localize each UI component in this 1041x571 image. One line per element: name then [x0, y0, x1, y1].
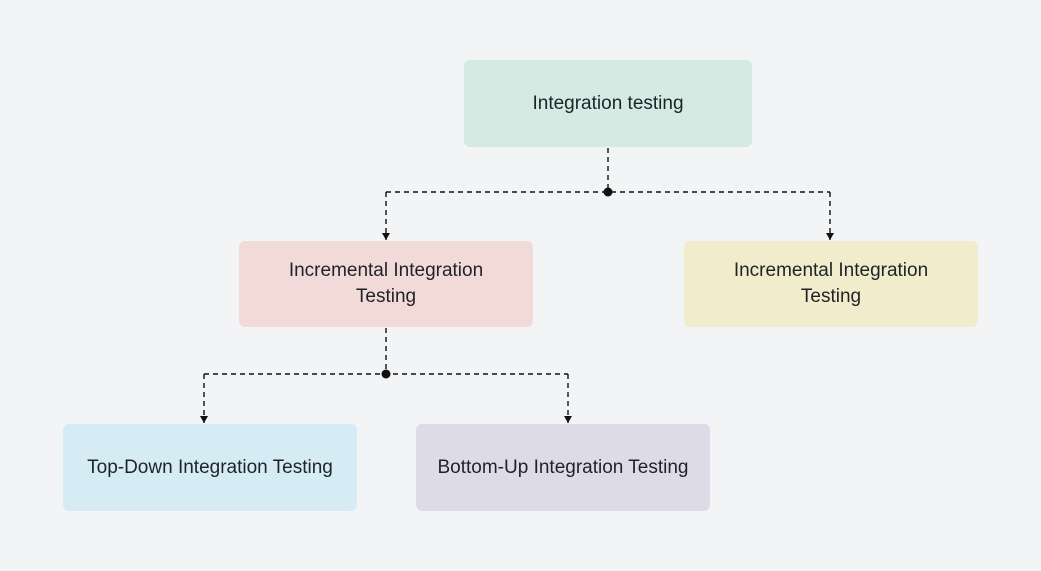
node-label: Bottom-Up Integration Testing	[437, 456, 689, 478]
node-incremental-integration-testing: Incremental Integration Testing	[239, 241, 533, 327]
node-bottom-up-integration-testing: Bottom-Up Integration Testing	[416, 424, 710, 511]
node-label: Incremental Integration Testing	[288, 260, 484, 307]
junction-dot-root	[603, 187, 613, 197]
node-top-down-integration-testing: Top-Down Integration Testing	[63, 424, 357, 511]
node-label: Top-Down Integration Testing	[87, 456, 333, 478]
junction-dot-incremental	[381, 369, 391, 379]
node-label: Incremental Integration Testing	[733, 260, 929, 307]
node-integration-testing: Integration testing	[464, 60, 752, 147]
node-label: Integration testing	[532, 92, 684, 114]
node-second-incremental-integration-testing: Incremental Integration Testing	[684, 241, 978, 327]
connector-root-branches	[382, 148, 834, 240]
